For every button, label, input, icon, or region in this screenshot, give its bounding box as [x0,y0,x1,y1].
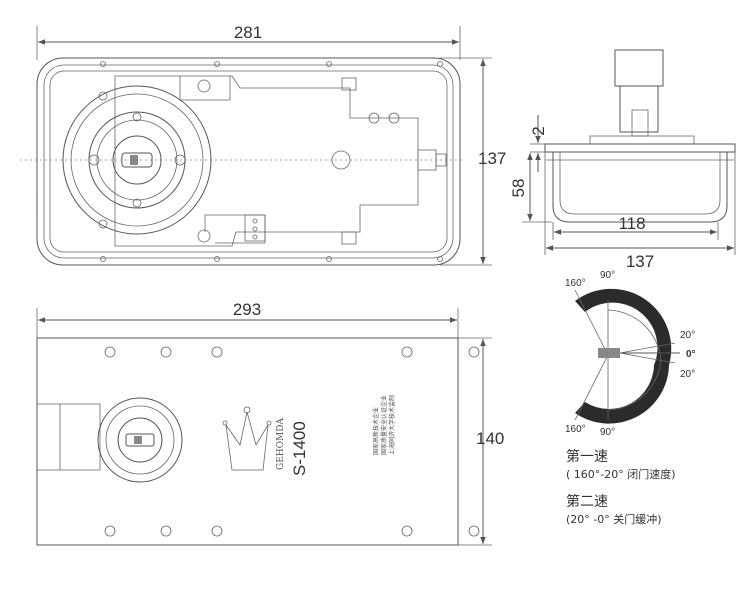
pivot-disk [62,85,212,235]
angle-160-bottom: 160° [565,424,586,435]
plate-model: S-1400 [290,421,309,476]
angle-20-bottom: 20° [680,369,695,380]
speed-legend: 第一速 ( 160°-20° 闭门速度) 第二速 (20° -0° 关门缓冲) [566,448,676,526]
side-inner-width-label: 118 [618,214,645,233]
top-cover-inner2 [49,70,448,253]
top-cover-outer [36,57,461,266]
top-view: 281 137 [20,23,506,266]
side-view: 2 58 118 137 [509,49,736,271]
side-outer-width-label: 137 [626,252,654,271]
bottom-screws [104,346,480,537]
bottom-view: 293 140 GEHOMDA S-140 [36,300,504,546]
top-corner-screws [100,61,443,262]
spindle-body [619,85,659,133]
angle-diagram: 160° 90° 20° 0° 20° 160° 90° [565,270,696,438]
side-gap-label: 2 [529,126,548,135]
spindle-top [614,49,664,87]
angle-0: 0° [686,349,696,360]
bottom-pivot [97,397,183,483]
angle-90-top: 90° [600,270,615,281]
bottom-height-label: 140 [476,429,504,448]
plate-info-1: 国家高新技术企业 [372,407,380,455]
second-speed-desc: (20° -0° 关门缓冲) [566,512,662,526]
angle-20-top: 20° [680,330,695,341]
top-height-label: 137 [478,149,506,168]
bottom-width-label: 293 [233,300,261,319]
second-speed-title: 第二速 [566,493,608,510]
first-speed-desc: ( 160°-20° 闭门速度) [566,467,676,481]
band-top [575,288,672,365]
side-flange [544,143,736,153]
angle-90-bottom: 90° [600,427,615,438]
first-speed-title: 第一速 [566,448,608,465]
crown-logo [222,406,272,471]
side-box [552,152,728,223]
top-cover-inner [43,64,454,259]
top-width-label: 281 [234,23,262,42]
plate-brand: GEHOMDA [276,418,286,470]
door-handle [598,348,620,358]
plate-info-2: 国家质量安全认证企业 [380,395,388,455]
side-height-label: 58 [509,179,528,198]
mechanism-body [114,75,447,247]
bottom-plate [36,337,459,546]
plate-info-3: 上海同济大学技术监制 [388,395,396,455]
angle-160-top: 160° [565,278,586,289]
band-bottom [575,365,669,424]
